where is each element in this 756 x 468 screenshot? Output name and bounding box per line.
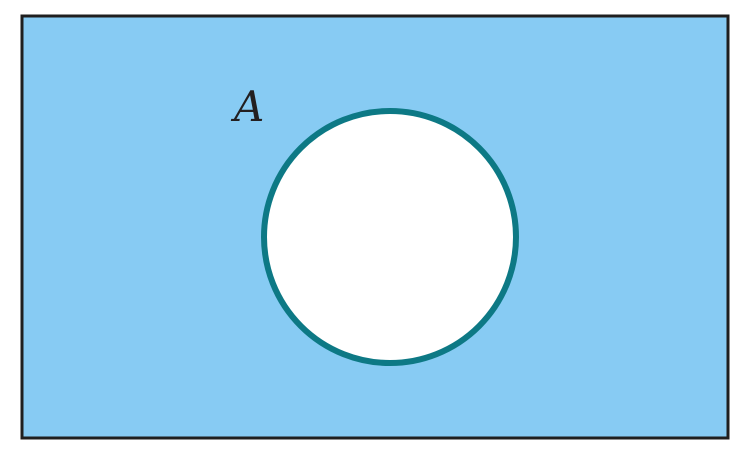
set-a-circle: [261, 108, 519, 366]
set-a-label: A: [230, 82, 264, 131]
